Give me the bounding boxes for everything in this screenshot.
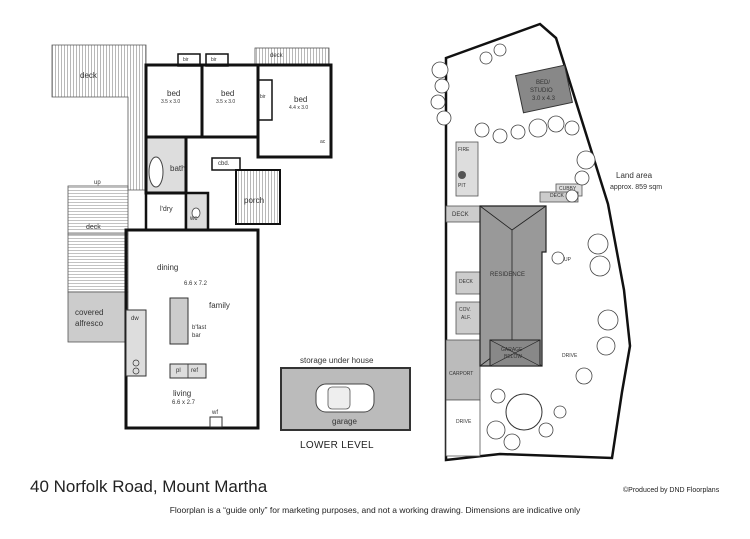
- dining-size: 6.6 x 7.2: [184, 281, 208, 287]
- pantry-label: pl: [176, 368, 181, 374]
- main-floor-plan: [51, 44, 333, 430]
- cubby-label: CUBBY: [559, 186, 577, 192]
- storage-label: storage under house: [300, 356, 374, 365]
- site-up-label: UP: [564, 257, 571, 263]
- drive-label-lower: DRIVE: [456, 419, 472, 425]
- family-label: family: [209, 301, 230, 310]
- bed3-size: 4.4 x 3.0: [289, 105, 309, 111]
- land-area-label-2: approx. 859 sqm: [610, 184, 663, 191]
- kitchen-bench: [125, 309, 147, 377]
- wood-fire: [209, 416, 223, 428]
- dishwasher-label: dw: [131, 316, 139, 322]
- covered-alfresco-label-1: covered: [75, 308, 104, 317]
- lower-level-garage: [280, 367, 411, 431]
- fire-pit-label-1: FIRE: [458, 147, 470, 153]
- fridge-label: ref: [191, 368, 199, 374]
- fire-pit-area: [455, 141, 479, 197]
- bed2-size: 3.5 x 3.0: [216, 99, 236, 105]
- bfast-label-2: bar: [192, 333, 201, 339]
- robe-3: [257, 79, 273, 121]
- lower-deck-label: DECK: [459, 279, 473, 285]
- cov-alf-label-2: ALF.: [461, 315, 472, 321]
- drive-area: [445, 399, 481, 457]
- lower-level-heading: LOWER LEVEL: [300, 440, 374, 451]
- upper-deck-label: DECK: [452, 212, 469, 218]
- studio-building: [515, 64, 573, 114]
- bed2-label: bed: [221, 89, 235, 98]
- roundabout-garden: [505, 393, 543, 431]
- studio-label-2: STUDIO: [530, 88, 553, 94]
- up-label: up: [94, 180, 101, 186]
- laundry-label: l'dry: [160, 206, 173, 213]
- garage-label: garage: [332, 417, 357, 426]
- bed1-label: bed: [167, 89, 181, 98]
- robe-3-label: bir: [260, 94, 266, 100]
- bed3-label: bed: [294, 95, 308, 104]
- bathtub: [148, 156, 164, 188]
- ac-label: ac: [320, 139, 326, 145]
- deck-top: [254, 47, 330, 65]
- deck-top-left: [51, 44, 147, 191]
- living-label: living: [173, 389, 192, 398]
- studio-label-1: BED/: [536, 80, 551, 86]
- cupboard-label: cbd.: [218, 161, 230, 167]
- residence-label: RESIDENCE: [490, 272, 526, 278]
- fire-pit-label-2: PIT: [458, 183, 466, 189]
- bed1-size: 3.5 x 3.0: [161, 99, 181, 105]
- rear-deck-label: DECK: [550, 193, 564, 199]
- robe-1-label: bir: [183, 57, 189, 63]
- porch-label: porch: [244, 196, 265, 205]
- deck-left: [67, 185, 129, 235]
- dining-label: dining: [157, 263, 179, 272]
- living-size: 6.6 x 2.7: [172, 400, 196, 406]
- stair-left: [67, 233, 129, 293]
- site-plan: [430, 22, 632, 462]
- bath-label: bath: [170, 164, 186, 173]
- disclaimer-text: Floorplan is a “guide only” for marketin…: [169, 505, 581, 515]
- cov-alf-label-1: COV.: [459, 307, 471, 313]
- breakfast-bar: [169, 297, 189, 345]
- deck-top-label: deck: [270, 53, 283, 59]
- robe-2-label: bir: [211, 57, 217, 63]
- garage-below-label-2: BELOW: [504, 354, 523, 360]
- robe-1: [177, 53, 201, 67]
- robe-2: [205, 53, 229, 67]
- hall-cupboard: [211, 157, 241, 171]
- deck-top-left-label: deck: [80, 71, 97, 80]
- land-area-label-1: Land area: [616, 171, 653, 180]
- bfast-label-1: b'fast: [192, 325, 207, 331]
- covered-alfresco-area: [67, 291, 129, 343]
- toilet: [191, 207, 201, 219]
- carport-label: CARPORT: [449, 371, 474, 377]
- deck-left-label: deck: [86, 224, 101, 231]
- wood-fire-label: wf: [212, 410, 218, 416]
- land-boundary: [444, 22, 632, 462]
- studio-label-3: 3.0 x 4.3: [532, 96, 556, 102]
- carport-area: [445, 339, 481, 401]
- car-icon: [315, 383, 375, 413]
- trees: [430, 43, 619, 451]
- covered-alfresco-site: [455, 301, 481, 335]
- garage-below-label-1: GARAGE: [501, 347, 523, 353]
- credit-text: ©Produced by DND Floorplans: [623, 487, 720, 494]
- wc-label: wc: [190, 216, 198, 222]
- covered-alfresco-label-2: alfresco: [75, 319, 104, 328]
- drive-label-right: DRIVE: [562, 353, 578, 359]
- property-address: 40 Norfolk Road, Mount Martha: [30, 477, 268, 496]
- porch-area: [235, 169, 281, 225]
